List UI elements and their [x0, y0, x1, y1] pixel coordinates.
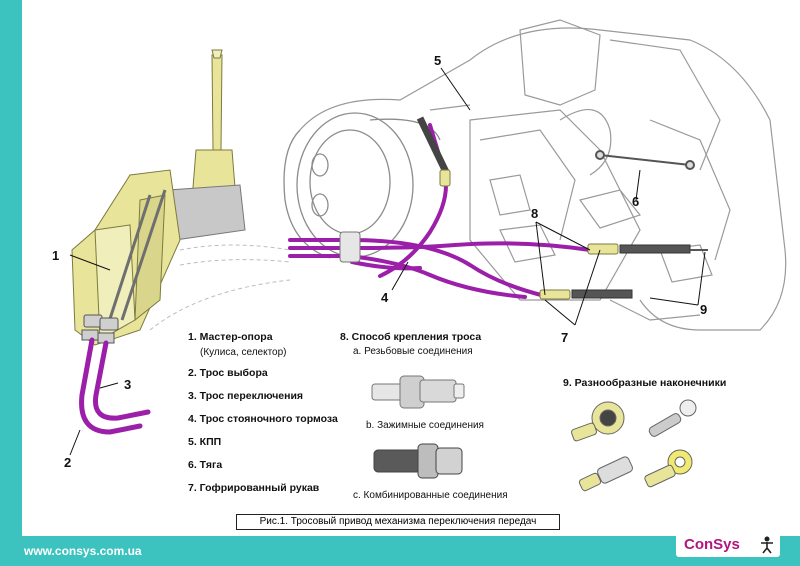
threaded-connector: [371, 375, 465, 409]
logo-figure-icon: [761, 536, 773, 554]
legend-item-1-sub: (Кулиса, селектор): [200, 347, 287, 358]
callout-2: 2: [64, 455, 72, 470]
gear-lever-assembly: [71, 49, 246, 346]
section8-a: a. Резьбовые соединения: [353, 346, 473, 357]
site-url[interactable]: www.consys.com.ua: [24, 544, 142, 558]
logo-text: ConSys: [684, 536, 740, 553]
section8-title: 8. Способ крепления троса: [340, 331, 482, 343]
cable-clamp: [339, 231, 361, 263]
tip-thumbnails: [571, 399, 697, 492]
legend-item-7: 7. Гофрированный рукав: [188, 482, 320, 494]
callout-6: 6: [632, 194, 640, 209]
callout-7: 7: [561, 330, 569, 345]
section8-b: b. Зажимные соединения: [366, 420, 484, 431]
tunnel-outline: [149, 244, 291, 331]
legend-item-2: 2. Трос выбора: [188, 367, 268, 379]
legend-item-1-label: 1. Мастер-опора: [188, 331, 273, 343]
callout-9: 9: [700, 302, 708, 317]
legend-item-5: 5. КПП: [188, 436, 222, 448]
section9-title: 9. Разнообразные наконечники: [563, 377, 727, 389]
section8-c: c. Комбинированные соединения: [353, 490, 508, 501]
cable-bundle-1: [288, 238, 547, 298]
callout-8: 8: [531, 206, 539, 221]
support-rods: [106, 189, 167, 326]
cable-parking: [350, 260, 422, 271]
support-fittings: [81, 314, 119, 344]
bell-housing: [283, 112, 441, 259]
legend-item-4: 4. Трос стояночного тормоза: [188, 413, 338, 425]
consys-logo: ConSys: [676, 533, 780, 557]
callout-1: 1: [52, 248, 60, 263]
leader-lines: [69, 67, 706, 456]
figure-caption: Рис.1. Тросовый привод механизма переклю…: [236, 514, 560, 530]
cable-bundle-2: [288, 241, 592, 252]
callout-3: 3: [124, 377, 132, 392]
cable-shift: [92, 340, 151, 421]
end-fittings: [439, 169, 619, 300]
cable-select: [79, 337, 143, 435]
legend-item-1: 1. Мастер-опора: [188, 331, 273, 343]
clamp-connector: [373, 443, 463, 479]
corrugated-sleeves: [416, 116, 691, 299]
legend-item-6: 6. Тяга: [188, 459, 223, 471]
gearbox-line-art: [299, 19, 787, 331]
callout-4: 4: [381, 290, 389, 305]
callout-5: 5: [434, 53, 442, 68]
link-rods: [595, 150, 708, 251]
cable-bundle-3: [288, 254, 527, 299]
legend-item-3: 3. Трос переключения: [188, 390, 304, 402]
